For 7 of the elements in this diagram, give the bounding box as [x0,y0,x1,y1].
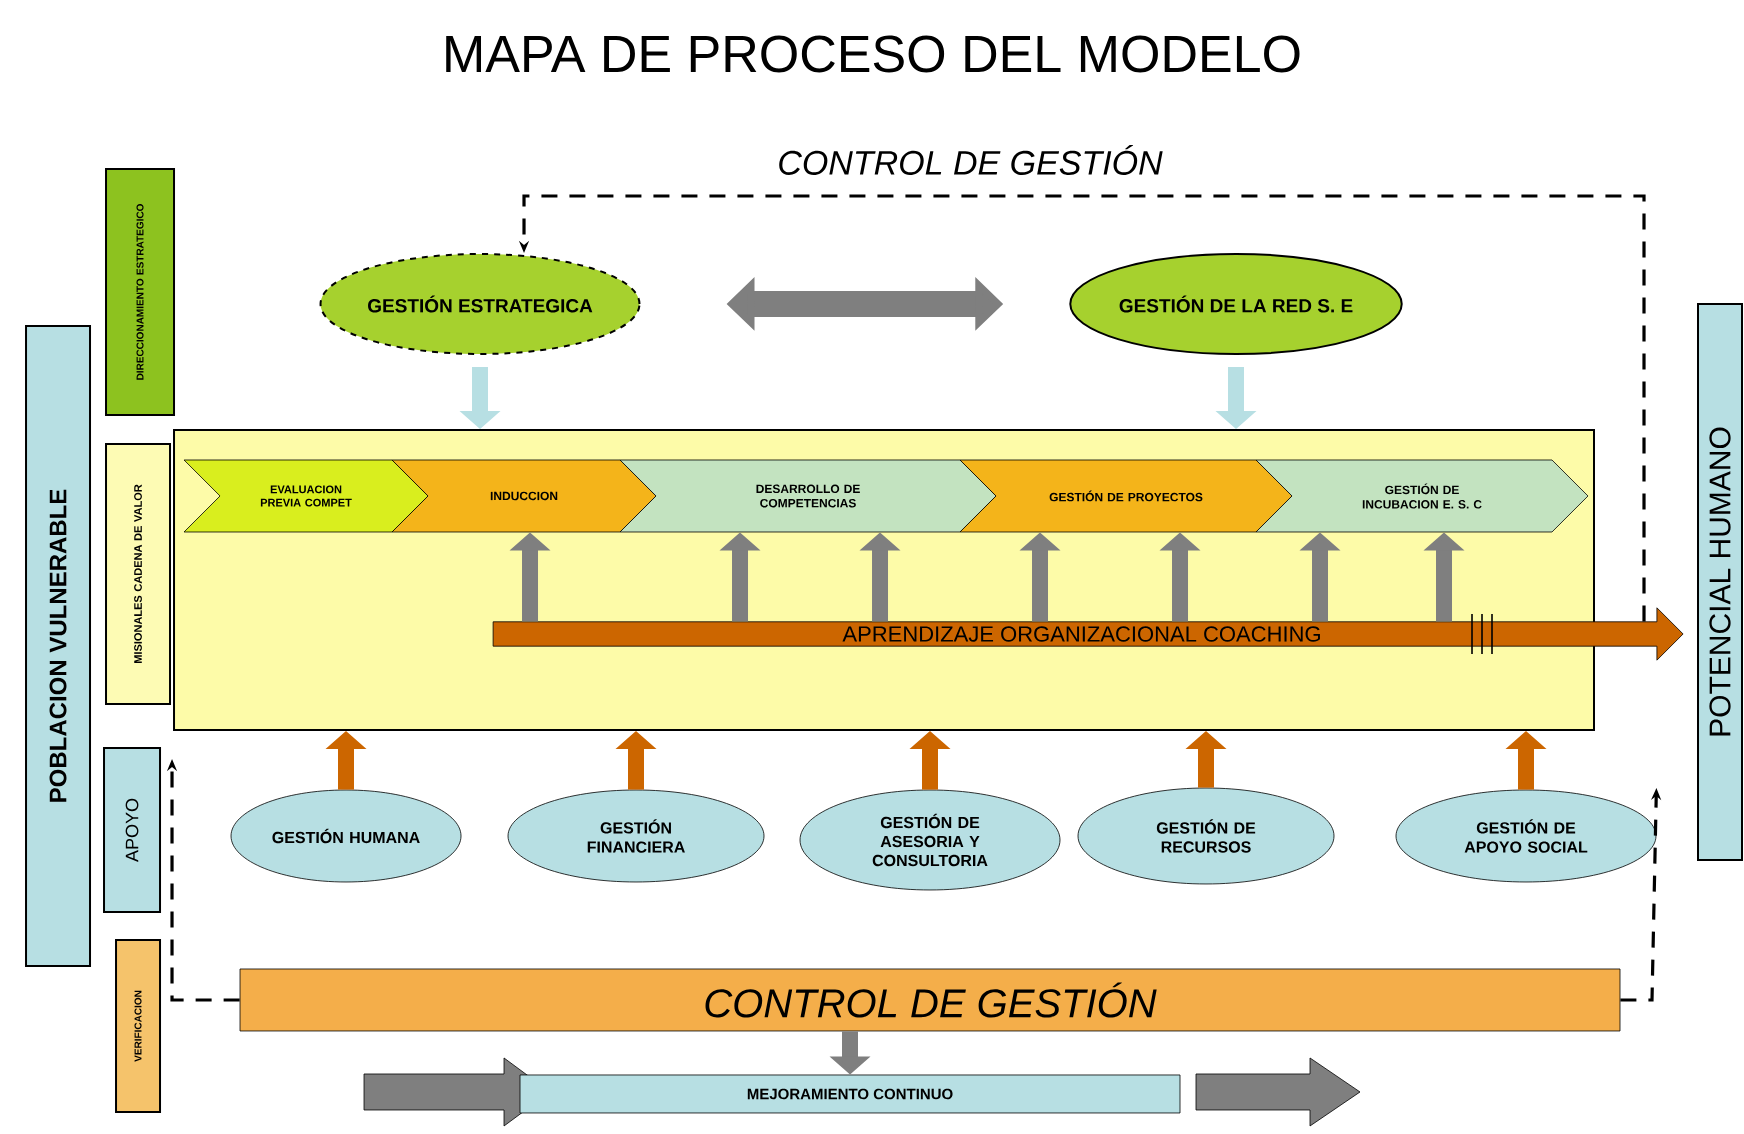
edge-label: CONTROL DE GESTIÓN [775,143,1165,177]
side-band: POTENCIAL HUMANO [1697,303,1743,861]
coaching-banner: APRENDIZAJE ORGANIZACIONAL COACHING [492,607,1684,661]
title: MAPA DE PROCESO DEL MODELO [446,35,1300,73]
side-band: APOYO [103,747,161,913]
control-bar: CONTROL DE GESTIÓN [239,968,1621,1032]
side-band: POBLACION VULNERABLE [25,325,91,967]
